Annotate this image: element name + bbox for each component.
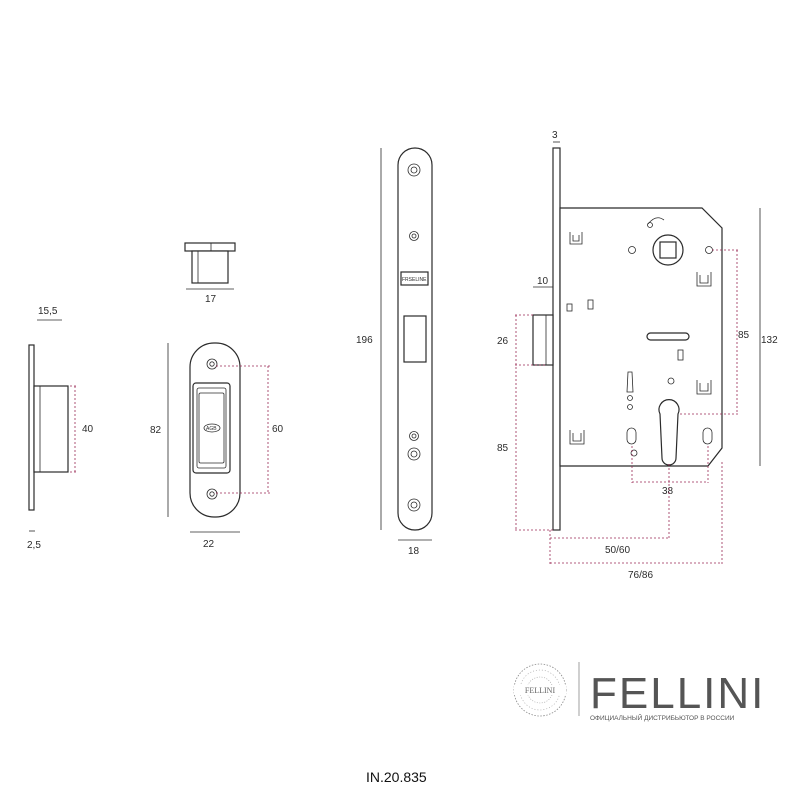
dim-latch-to-bottom: 85 [497, 443, 509, 454]
dim-spindle-to-cylinder: 85 [738, 330, 750, 341]
dim-backset: 50/60 [605, 545, 630, 556]
latch-insert-view: 17 [184, 242, 236, 305]
dim-plate-hole-spacing: 60 [272, 424, 284, 435]
dim-plate-width: 22 [203, 539, 215, 550]
lock-body-view: 3 10 [497, 130, 778, 581]
dim-strike-width: 15,5 [38, 306, 58, 317]
dim-faceplate-height: 196 [356, 335, 373, 346]
emblem-text: FELLINI [525, 686, 556, 695]
dim-latch-projection: 10 [537, 276, 549, 287]
brand-tagline: ОФИЦИАЛЬНЫЙ ДИСТРИБЬЮТОР В РОССИИ [590, 713, 735, 722]
dim-cylinder-width: 38 [662, 486, 674, 497]
dim-latch-width: 17 [205, 294, 217, 305]
model-code: IN.20.835 [366, 769, 427, 785]
dim-strike-thickness: 2,5 [27, 540, 41, 551]
dim-faceplate-thickness: 3 [552, 130, 558, 141]
strike-side-view: 15,5 40 2,5 [27, 306, 94, 551]
dim-overall-depth: 76/86 [628, 570, 653, 581]
dim-case-height: 132 [761, 335, 778, 346]
brand-name: FELLINI [590, 669, 765, 718]
brand-block: FELLINI FELLINI ОФИЦИАЛЬНЫЙ ДИСТРИБЬЮТОР… [513, 662, 765, 722]
dim-strike-height: 40 [82, 424, 94, 435]
dim-latch-height: 26 [497, 336, 509, 347]
brand-emblem: FELLINI [513, 663, 567, 717]
dim-faceplate-width: 18 [408, 546, 420, 557]
strike-plate-front-view: AGB 60 82 22 [150, 342, 284, 550]
faceplate-marking: FRSELINE [402, 277, 427, 283]
dim-plate-height: 82 [150, 425, 162, 436]
plate-marking: AGB [206, 426, 217, 432]
faceplate-front-view: FRSELINE 196 18 [356, 147, 433, 557]
